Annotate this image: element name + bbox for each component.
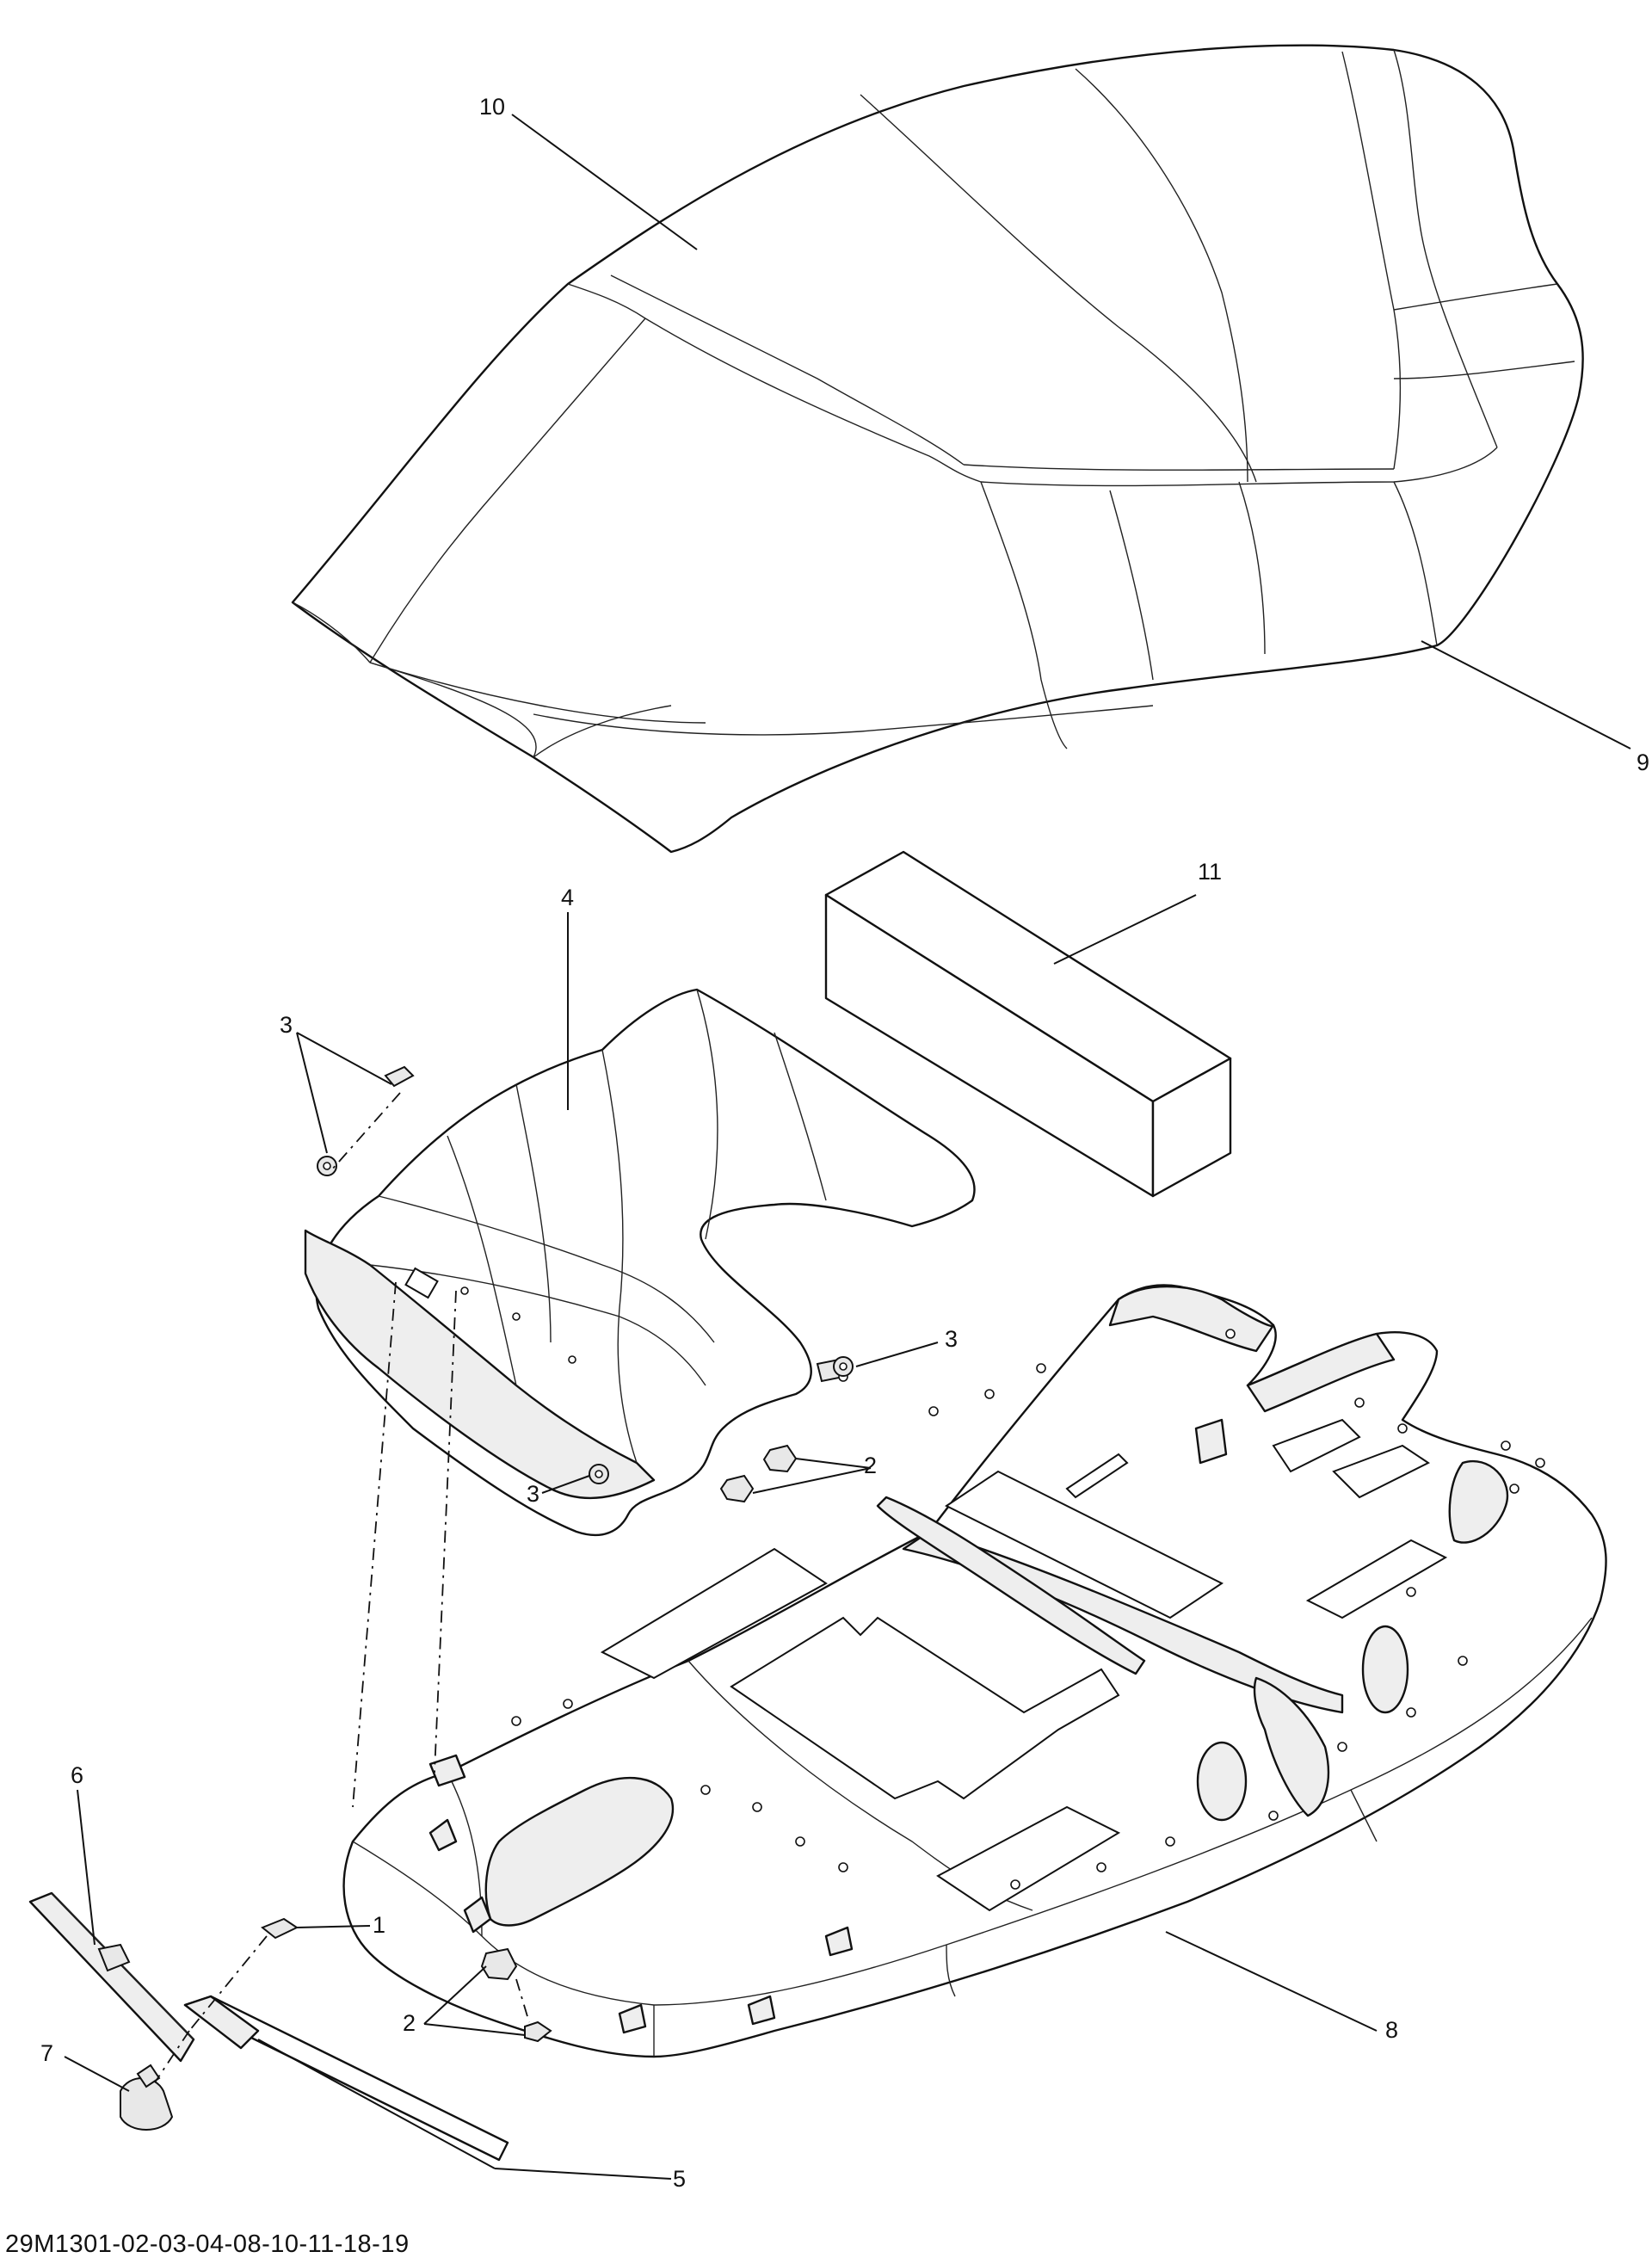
seat-front-panel-seam	[292, 601, 537, 758]
alignment-lines	[154, 1092, 530, 2083]
plate-6	[28, 1891, 195, 2063]
leader-lines	[64, 114, 1631, 2180]
leader-3c	[541, 1475, 590, 1494]
seat-assembly	[291, 44, 1584, 854]
diagram-reference-code: 29M1301-02-03-04-08-10-11-18-19	[5, 2230, 410, 2258]
callout-9: 9	[1637, 750, 1649, 775]
callout-7: 7	[40, 2040, 53, 2066]
leader-3a	[296, 1032, 392, 1154]
callout-4: 4	[561, 885, 574, 910]
push-rivet-7	[120, 2077, 174, 2131]
callout-3-left: 3	[527, 1481, 539, 1507]
callout-6: 6	[71, 1762, 83, 1788]
callout-11: 11	[1198, 859, 1222, 885]
leader-2b	[423, 1965, 526, 2036]
leader-5	[257, 2039, 672, 2180]
leader-10	[511, 114, 698, 250]
callout-3-top: 3	[280, 1012, 293, 1038]
seat-pan-center-opening	[730, 1616, 1120, 1800]
callout-10: 10	[479, 94, 505, 120]
seat-pan	[342, 1284, 1607, 2058]
callout-8: 8	[1385, 2017, 1398, 2043]
hardware	[28, 1065, 854, 2162]
leader-6	[77, 1789, 96, 1946]
callout-5: 5	[673, 2166, 686, 2192]
leader-3b	[855, 1342, 939, 1367]
leader-1	[296, 1925, 371, 1928]
callout-1: 1	[373, 1912, 385, 1938]
seat-cover	[291, 44, 1584, 854]
leader-2a	[752, 1458, 872, 1494]
clip-3-top	[384, 1065, 415, 1088]
callouts: 10 9 11 4 3 3 3 2 2 1 6 7 5 8	[40, 94, 1649, 2192]
seat-base	[304, 988, 976, 1537]
callout-2-upper: 2	[864, 1453, 877, 1478]
leader-11	[1053, 894, 1197, 965]
foam-block	[824, 850, 1232, 1198]
leader-8	[1165, 1931, 1378, 2032]
callout-2-lower: 2	[403, 2010, 416, 2036]
callout-3-right: 3	[945, 1326, 958, 1352]
leader-9	[1421, 640, 1631, 750]
leader-7	[64, 2056, 130, 2092]
